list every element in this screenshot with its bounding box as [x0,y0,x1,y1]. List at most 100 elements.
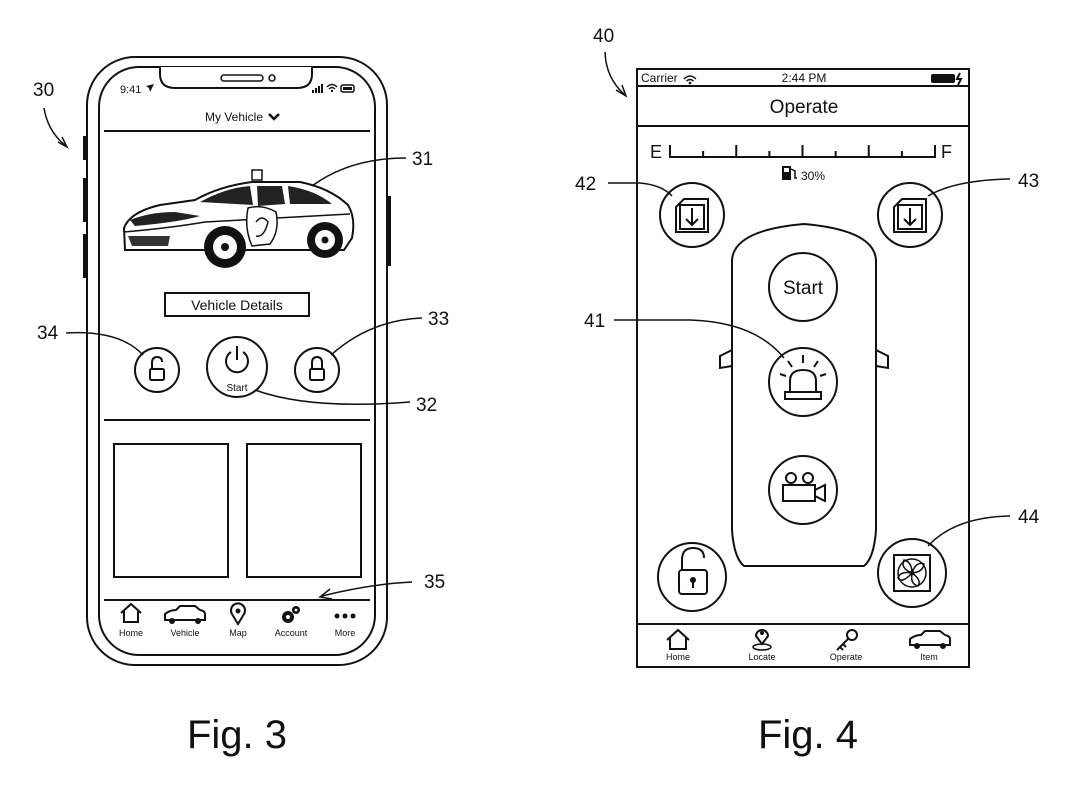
fuel-pump-icon [782,166,797,180]
ref-35-arrowhead [318,588,333,600]
nav-item-home[interactable]: Home [119,602,143,638]
ref-41-leader [614,319,785,359]
window-down-icon [675,198,709,233]
ref-40-leader [604,51,625,95]
wifi-icon [683,75,697,82]
vehicle-details-button[interactable] [164,292,310,317]
start-button-label: Start [226,383,247,394]
fuel-full-label: F [941,142,952,162]
wifi-icon [326,83,338,90]
unlock-button[interactable] [657,542,727,612]
battery-icon [340,84,355,93]
unlocked-padlock-icon [149,355,165,381]
fuel-level-label: 30% [801,169,825,183]
unlocked-padlock-icon [678,546,708,595]
camera-button[interactable] [768,455,838,525]
nav-label-map: Map [229,628,247,638]
start-button[interactable] [206,336,268,398]
nav-item-item[interactable]: Item [909,630,951,662]
side-power-button [387,196,391,266]
ref-43-leader [927,178,1011,197]
battery-icon [931,74,955,83]
nav-item-vehicle[interactable]: Vehicle [164,605,206,638]
speaker-grille [220,74,264,82]
chevron-down-icon[interactable] [268,113,280,121]
ref-30: 30 [33,80,54,101]
ref-42-leader [608,182,673,197]
nav-item-more[interactable]: More [334,613,356,639]
nav-label-home: Home [119,628,143,638]
nav-label-item: Item [920,652,938,662]
locate-icon [752,629,772,651]
alarm-siren-icon [779,355,827,400]
fuel-empty-label: E [650,142,662,162]
ref-31-leader [311,157,407,187]
nav-item-map[interactable]: Map [229,602,247,638]
nav-label-home: Home [666,652,690,662]
ref-40: 40 [593,26,614,47]
vehicle-image [122,169,355,268]
ref-35-leader [321,581,413,597]
ref-40-arrowhead [615,84,628,98]
nav-item-home[interactable]: Home [666,628,690,662]
ref-42: 42 [575,174,596,195]
volume-up-button [83,178,87,222]
status-time: 9:41 [120,84,141,96]
gears-icon [282,606,300,623]
video-camera-icon [782,472,826,503]
ref-32-leader [254,389,411,406]
header-title[interactable]: My Vehicle [205,110,263,124]
ref-35: 35 [424,572,445,593]
nav-item-account[interactable]: Account [275,606,308,638]
vehicle-details-label: Vehicle Details [191,297,283,313]
signal-icon [312,84,323,93]
start-button[interactable] [768,252,838,322]
key-icon [836,629,858,651]
content-tile-left[interactable] [113,443,229,578]
power-icon [225,346,249,374]
front-camera [268,74,276,82]
carrier-label: Carrier [641,71,678,85]
ref-44: 44 [1018,507,1040,528]
fan-icon [893,554,931,592]
fig4-caption: Fig. 4 [758,713,858,757]
screen-frame [636,68,970,668]
home-icon [120,602,142,623]
car-icon [909,630,951,649]
ref-34-leader [65,331,144,356]
nav-label-account: Account [275,628,308,638]
notch [159,67,313,89]
nav-label-vehicle: Vehicle [170,628,199,638]
ref-32: 32 [416,395,437,416]
locked-padlock-icon [309,355,325,381]
nav-label-locate: Locate [748,652,775,662]
fuel-gauge [669,145,936,158]
nav-item-locate[interactable]: Locate [748,629,776,662]
status-time: 2:44 PM [782,71,827,85]
charging-bolt-icon [955,72,963,86]
fig3: 30 9:41 My Vehicle [33,56,449,757]
ref-33: 33 [428,309,449,330]
car-top-view-outline [719,222,889,567]
ref-33-leader [330,317,423,356]
location-arrow-icon [146,84,154,92]
ref-41: 41 [584,311,605,332]
fig3-caption: Fig. 3 [187,713,287,757]
window-down-icon [893,198,927,233]
start-button-label: Start [783,278,824,299]
nav-label-operate: Operate [830,652,863,662]
car-icon [164,605,206,624]
nav-label-more: More [335,628,356,638]
ref-30-leader [43,107,67,147]
ref-34: 34 [37,323,59,344]
nav-item-operate[interactable]: Operate [830,629,863,662]
ref-30-arrowhead [57,136,69,149]
more-dots-icon [334,613,356,619]
phone-outer-frame [86,56,388,666]
content-tile-right[interactable] [246,443,362,578]
fig4: 40 Carrier 2:44 PM Operate E F 30% [575,26,1040,757]
volume-down-button [83,234,87,278]
map-pin-icon [230,602,246,626]
home-icon [666,628,690,650]
header-title: Operate [770,97,839,118]
